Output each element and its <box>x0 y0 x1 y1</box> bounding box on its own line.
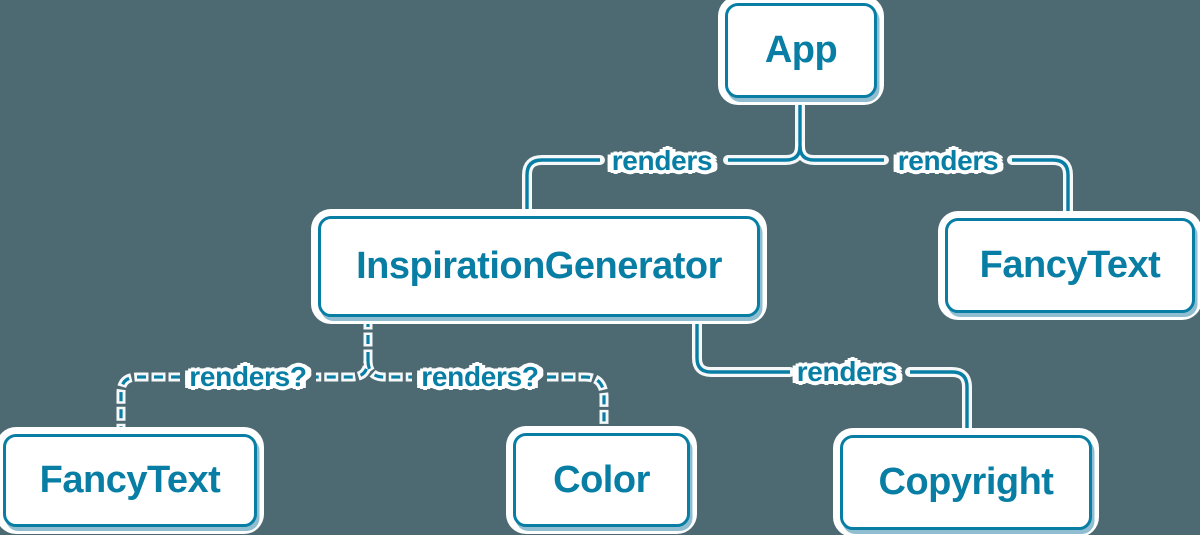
node-copyright: Copyright <box>840 435 1092 530</box>
edge-label-renders-left: renders <box>611 145 713 176</box>
node-fancy-text-bottom-label: FancyText <box>39 459 221 501</box>
edge-lines <box>119 98 1070 436</box>
node-fancy-text-bottom: FancyText <box>3 434 257 527</box>
node-copyright-label: Copyright <box>878 461 1054 503</box>
edge-label-renders-question-left: renders? <box>189 361 307 392</box>
node-fancy-text-right: FancyText <box>945 218 1195 313</box>
edge-label-renders-copyright: renders <box>796 356 898 387</box>
node-inspiration-generator-label: InspirationGenerator <box>356 245 722 287</box>
node-inspiration-generator: InspirationGenerator <box>318 216 760 317</box>
edge-inspirationgenerator-to-color-dashed <box>366 359 606 434</box>
node-color: Color <box>513 433 690 527</box>
edge-label-renders-question-right: renders? <box>421 361 539 392</box>
node-app-label: App <box>764 29 838 71</box>
node-fancy-text-right-label: FancyText <box>979 244 1161 286</box>
edge-label-renders-right: renders <box>897 145 999 176</box>
node-color-label: Color <box>553 458 650 501</box>
edge-inspirationgenerator-to-copyright <box>695 318 969 436</box>
edge-app-to-fancytext <box>798 145 1070 219</box>
node-app: App <box>725 3 877 98</box>
